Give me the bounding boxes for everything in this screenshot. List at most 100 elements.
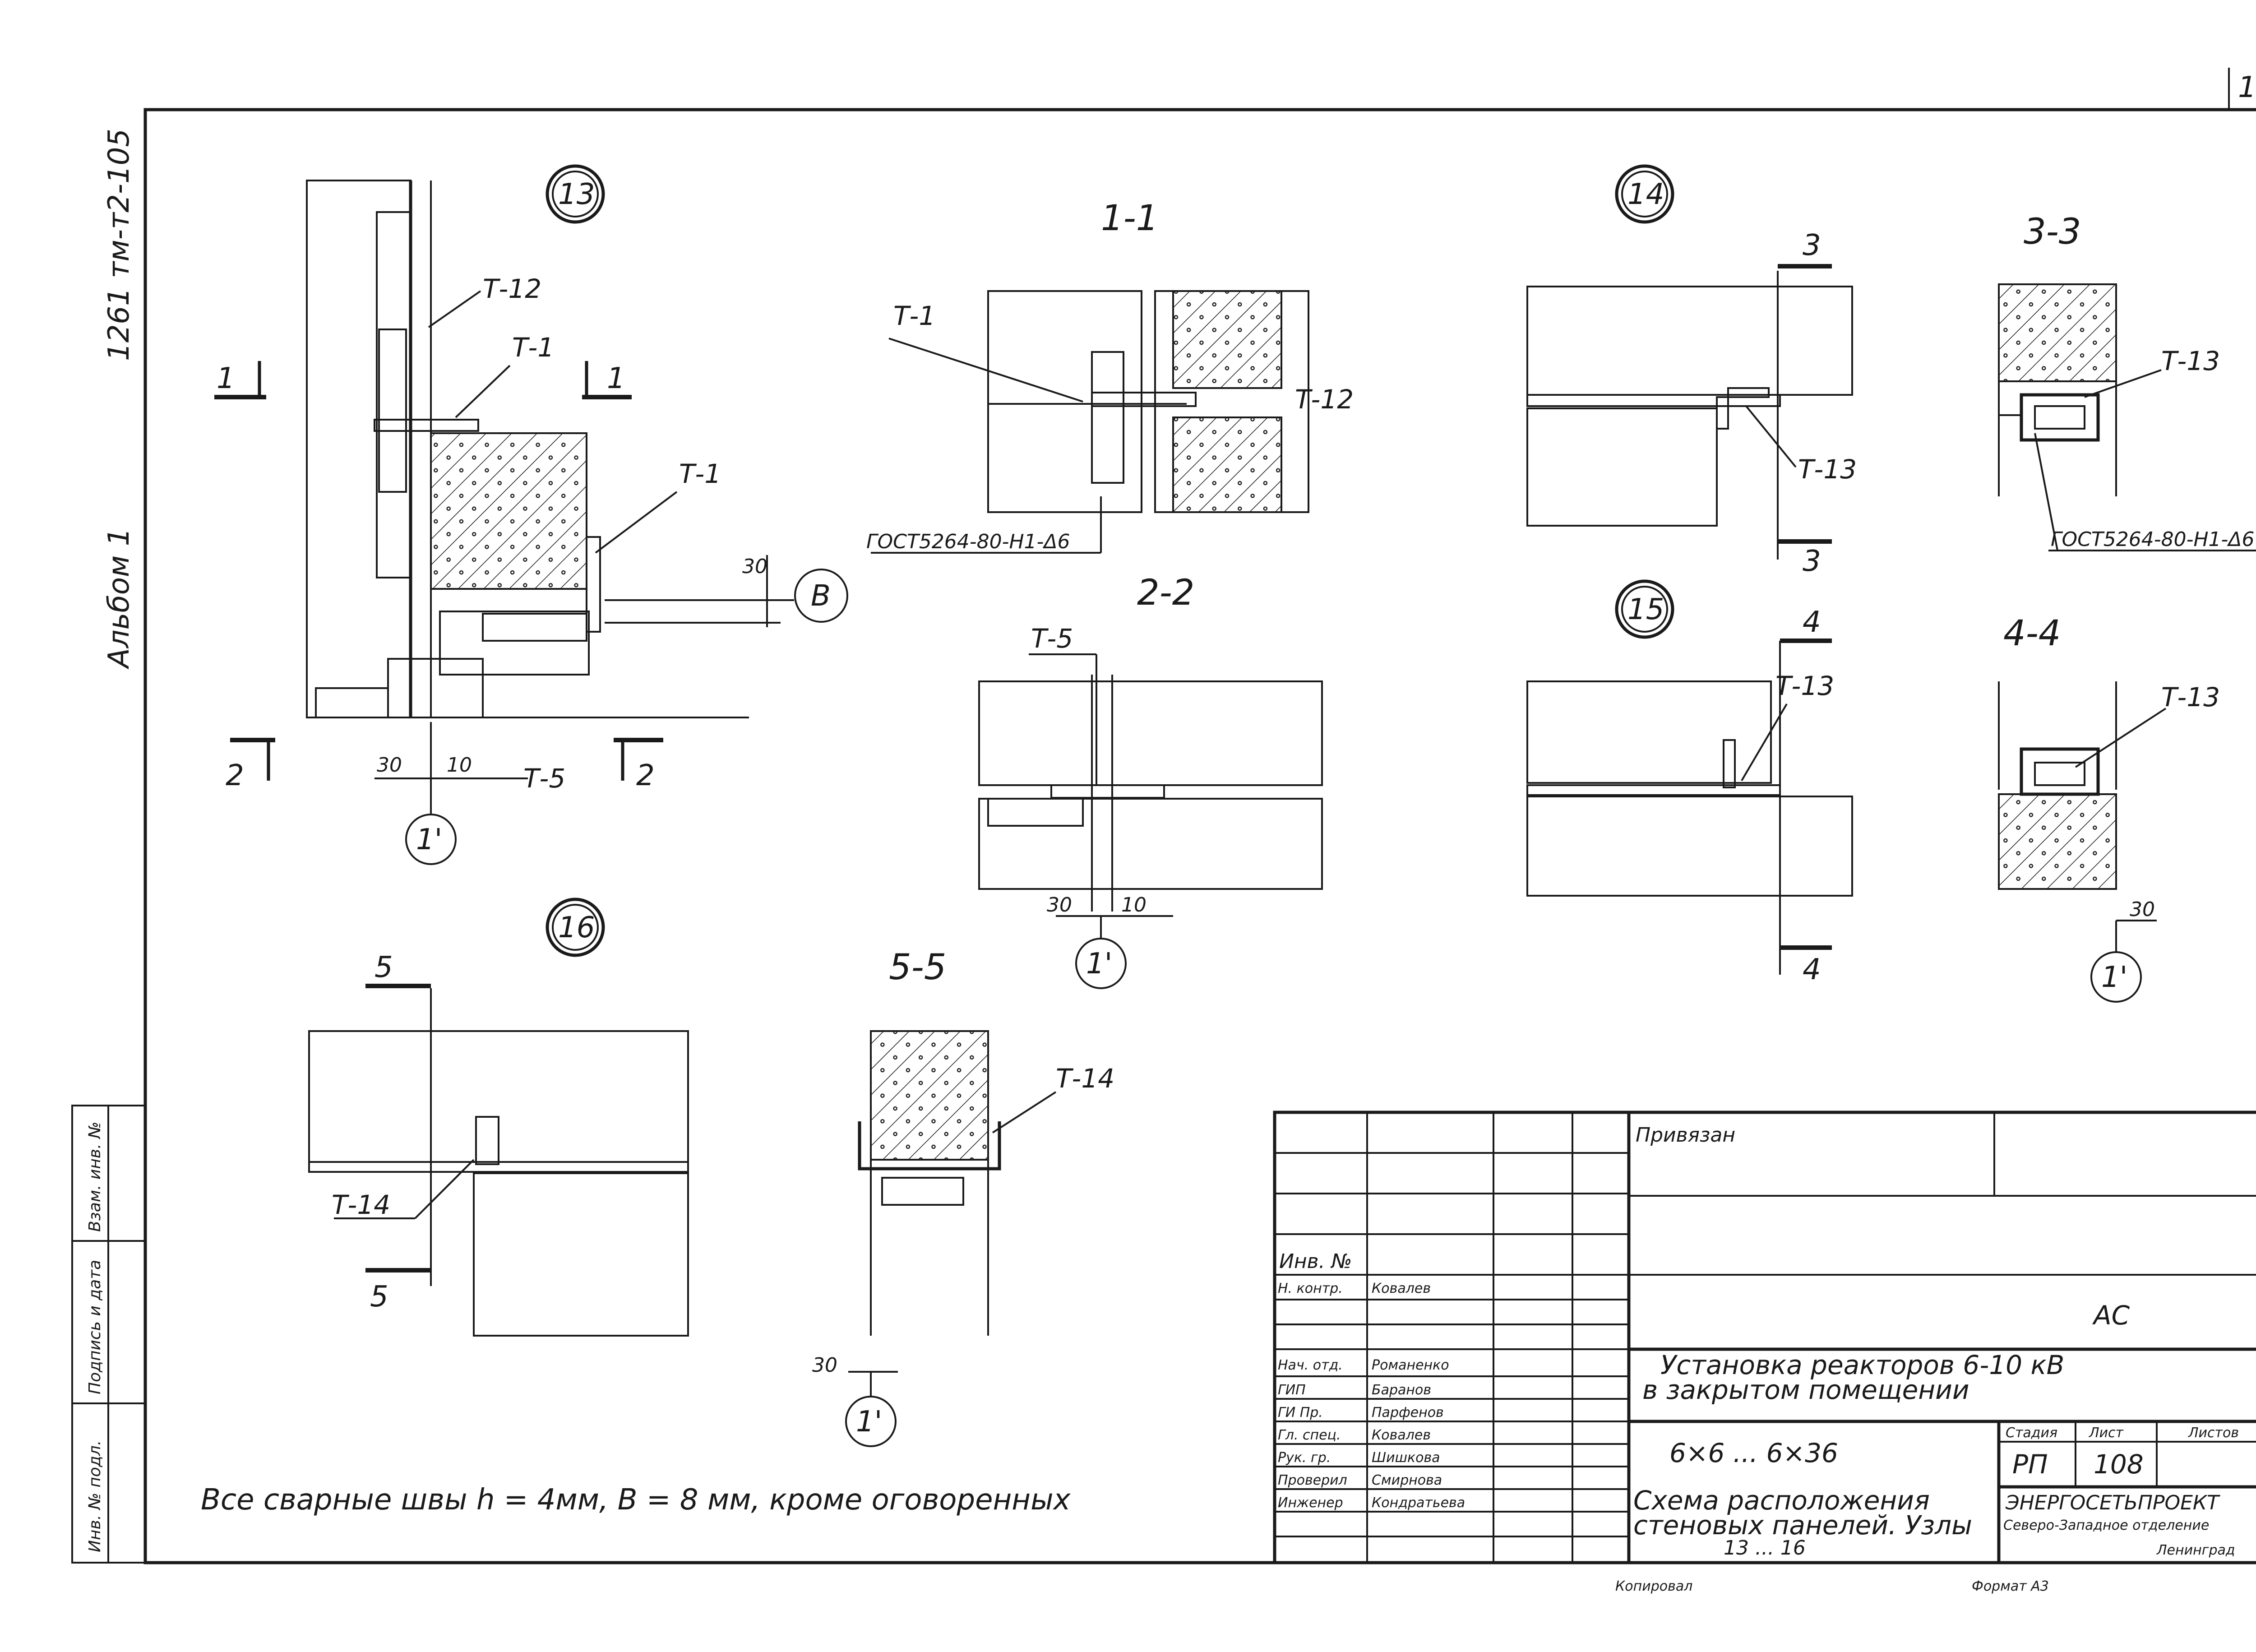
section-1-1: 1-1 Т-1 Т-12 ГОСТ5264-80-Н1-Δ6 [866, 198, 1354, 554]
section-4-4-label-t13: Т-13 [2161, 682, 2220, 713]
section-2-2-title: 2-2 [1137, 573, 1194, 613]
tb-sheet-title-1: Схема расположения [1633, 1485, 1930, 1516]
node-13-detail: 13 Т-12 Т-1 Т-1 1 1 [214, 164, 848, 865]
node-14-label-t13: Т-13 [1798, 454, 1857, 485]
tb-sheet: 108 [2094, 1449, 2144, 1480]
section-4-4-axis-1: 1' [2101, 961, 2127, 994]
node-15-cut-4-top: 4 [1803, 606, 1821, 639]
section-1-1-label-t1: Т-1 [893, 301, 935, 331]
section-2-2: 2-2 Т-5 30 10 1' [978, 573, 1323, 989]
section-4-4-dim-30: 30 [2130, 898, 2155, 921]
section-1-1-gost: ГОСТ5264-80-Н1-Δ6 [866, 530, 1070, 553]
tb-sheets-header: Листов [2188, 1425, 2239, 1441]
section-5-5-label-t14: Т-14 [1056, 1063, 1114, 1094]
side-stamp: Инв. № подл. Подпись и дата Взам. инв. № [71, 1105, 146, 1564]
node-15-label-t13: Т-13 [1775, 671, 1834, 701]
section-3-3-gost: ГОСТ5264-80-Н1-Δ6 [2051, 528, 2255, 551]
tb-org-2: Северо-Западное отделение [2003, 1518, 2209, 1533]
section-2-2-axis-1: 1' [1086, 947, 1112, 981]
node-13-label-t5: Т-5 [523, 763, 565, 794]
tb-sheet-title-3: 13 ... 16 [1724, 1536, 1806, 1559]
node-13-number: 13 [558, 178, 595, 211]
node-13-label-t1-top: Т-1 [512, 332, 554, 363]
tb-role-0: Н. контр. [1278, 1281, 1343, 1296]
sheet-number: 104 [2238, 71, 2256, 104]
tb-role-2: ГИП [1278, 1382, 1306, 1398]
tb-name-0: Ковалев [1372, 1281, 1431, 1296]
section-5-5: 5-5 Т-14 30 1' [812, 947, 1114, 1447]
tb-org-1: ЭНЕРГОСЕТЬПРОЕКТ [2005, 1491, 2220, 1514]
node-13-cut-2-right: 2 [636, 759, 655, 792]
node-13-dim-30-vertical: 30 [742, 555, 767, 578]
tb-name-1: Романенко [1372, 1357, 1449, 1373]
tb-role-3: ГИ Пр. [1278, 1405, 1323, 1421]
node-16-cut-5-bottom: 5 [370, 1280, 388, 1314]
node-13-cut-2-left: 2 [226, 759, 244, 792]
node-16-cut-5-top: 5 [374, 951, 393, 984]
section-2-2-dim-30: 30 [1047, 893, 1072, 916]
format-note: Формат А3 [1972, 1578, 2049, 1594]
node-13-dim-30: 30 [377, 754, 402, 777]
node-13-cut-1-left: 1 [217, 362, 235, 395]
section-5-5-axis-1: 1' [856, 1405, 882, 1439]
tb-name-3: Парфенов [1372, 1405, 1444, 1421]
tb-role-6: Проверил [1278, 1472, 1347, 1488]
section-4-4: 4-4 Т-13 30 1' [1998, 613, 2220, 1003]
tb-org-3: Ленинград [2156, 1542, 2235, 1558]
section-3-3: 3-3 Т-13 ГОСТ5264-80-Н1-Δ6 [1998, 212, 2256, 551]
section-4-4-concrete [1998, 793, 2117, 890]
side-album: Альбом 1 [102, 528, 136, 670]
node-14-cut-3-top: 3 [1803, 229, 1821, 262]
tb-project-title-1: Установка реакторов 6-10 кВ [1660, 1350, 2064, 1380]
section-2-2-label-t5: Т-5 [1031, 623, 1073, 654]
node-16-label-t14: Т-14 [332, 1189, 390, 1220]
tb-role-5: Рук. гр. [1278, 1450, 1331, 1466]
tb-name-5: Шишкова [1372, 1450, 1440, 1466]
section-3-3-label-t13: Т-13 [2161, 346, 2220, 376]
node-13-label-t1-right: Т-1 [679, 458, 721, 489]
node-13-dim-10: 10 [447, 754, 472, 777]
tb-sizes: 6×6 ... 6×36 [1669, 1438, 1838, 1468]
tb-name-2: Баранов [1372, 1382, 1431, 1398]
copied-by-note: Копировал [1615, 1578, 1692, 1594]
node-16-number: 16 [558, 911, 595, 944]
node-16-detail: 16 5 5 Т-14 [308, 898, 689, 1337]
section-1-1-title: 1-1 [1101, 198, 1158, 239]
tb-stage: РП [2012, 1449, 2048, 1480]
tb-sheet-header: Лист [2089, 1425, 2124, 1441]
side-stamp-signature: Подпись и дата [86, 1260, 104, 1394]
section-3-3-concrete [1998, 283, 2117, 382]
node-13-label-t12: Т-12 [483, 273, 541, 304]
section-5-5-title: 5-5 [889, 947, 946, 988]
node-14-number: 14 [1627, 178, 1664, 211]
section-5-5-concrete [870, 1030, 989, 1161]
tb-sheet-title-2: стеновых панелей. Узлы [1633, 1510, 1972, 1541]
node-14-detail: 14 3 3 Т-13 [1526, 164, 1857, 578]
node-13-cut-1-right: 1 [607, 362, 625, 395]
section-1-1-concrete-top [1172, 290, 1282, 389]
welding-note: Все сварные швы h = 4мм, В = 8 мм, кроме… [201, 1483, 1071, 1517]
node-15-detail: 15 4 4 Т-13 [1526, 579, 1853, 986]
tb-role-7: Инженер [1278, 1495, 1343, 1511]
section-4-4-title: 4-4 [2003, 613, 2061, 654]
node-15-cut-4-bottom: 4 [1803, 953, 1821, 986]
node-13-concrete [430, 432, 587, 590]
section-1-1-concrete-bottom [1172, 416, 1282, 513]
node-15-number: 15 [1627, 593, 1664, 626]
side-code: 1261 тм-т2-105 [102, 129, 136, 361]
node-13-axis-1: 1' [416, 823, 442, 856]
section-2-2-dim-10: 10 [1121, 893, 1146, 916]
tb-inv-no: Инв. № [1279, 1250, 1352, 1273]
side-stamp-inv-podl: Инв. № подл. [86, 1440, 104, 1552]
node-13-axis-b: В [811, 579, 831, 613]
node-14-cut-3-bottom: 3 [1803, 545, 1821, 578]
tb-name-7: Кондратьева [1372, 1495, 1465, 1511]
tb-role-4: Гл. спец. [1278, 1427, 1341, 1443]
side-stamp-vzam: Взам. инв. № [86, 1122, 104, 1232]
title-block: Привязан Инв. № АС Установка реакторов 6… [1273, 1111, 2256, 1564]
tb-project-code: АС [2092, 1300, 2130, 1331]
tb-privyazan: Привязан [1636, 1124, 1735, 1147]
tb-name-6: Смирнова [1372, 1472, 1442, 1488]
tb-name-4: Ковалев [1372, 1427, 1431, 1443]
